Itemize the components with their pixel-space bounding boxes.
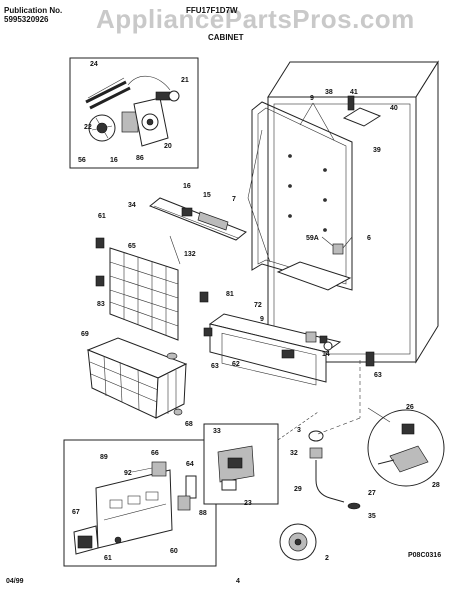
callout: 14: [322, 351, 330, 358]
callout: 67: [72, 509, 80, 516]
callout: 2: [325, 555, 329, 562]
callout: 89: [100, 454, 108, 461]
callout: 41: [350, 89, 358, 96]
publication-number: 5995320926: [4, 15, 49, 24]
thermostat-inset: [203, 411, 319, 505]
callout: 132: [184, 251, 196, 258]
callout: 65: [128, 243, 136, 250]
cabinet-outline: [247, 60, 439, 364]
callout: 9: [310, 95, 314, 102]
bottom-trim: [203, 313, 342, 386]
callout: 22: [84, 124, 92, 131]
watermark-logo: AppliancePartsPros.com: [96, 4, 415, 34]
callout: 27: [368, 490, 376, 497]
callout: 29: [294, 486, 302, 493]
callout: 86: [136, 155, 144, 162]
fan-assembly-inset: [69, 57, 199, 169]
callout: 64: [186, 461, 194, 468]
callout: 20: [164, 143, 172, 150]
leveling-leg-inset: [367, 407, 445, 487]
callout: 28: [432, 482, 440, 489]
callout: 59A: [306, 235, 319, 242]
callout: 88: [199, 510, 207, 517]
callout: 81: [226, 291, 234, 298]
callout: 62: [232, 361, 240, 368]
callout: 83: [97, 301, 105, 308]
section-title: CABINET: [208, 33, 244, 42]
callout: 40: [390, 105, 398, 112]
callout: 60: [170, 548, 178, 555]
footer-date: 04/99: [6, 578, 24, 585]
callout: 66: [151, 450, 159, 457]
callout: 9: [260, 316, 264, 323]
control-panel-inset: [63, 439, 217, 567]
drawing-code: P08C0316: [408, 552, 442, 559]
callout: 34: [128, 202, 136, 209]
callout: 72: [254, 302, 262, 309]
callout: 38: [325, 89, 333, 96]
drain-assembly: [279, 351, 375, 561]
callout: 61: [104, 555, 112, 562]
callout: 16: [110, 157, 118, 164]
callout-labels: 24 21 22 56 16 86 20 16 15 34 61 65 132 …: [72, 61, 440, 562]
callout: 92: [124, 470, 132, 477]
callout: 7: [232, 196, 236, 203]
callout: 24: [90, 61, 98, 68]
evaporator-cover: [95, 197, 247, 341]
publication-label: Publication No.: [4, 6, 63, 15]
freezer-basket: [86, 337, 188, 419]
callout: 16: [183, 183, 191, 190]
callout: 39: [373, 147, 381, 154]
callout: 63: [374, 372, 382, 379]
footer-page: 4: [236, 578, 240, 585]
callout: 68: [185, 421, 193, 428]
callout: 61: [98, 213, 106, 220]
callout: 69: [81, 331, 89, 338]
callout: 3: [297, 427, 301, 434]
callout: 33: [213, 428, 221, 435]
callout: 32: [290, 450, 298, 457]
callout: 26: [406, 404, 414, 411]
callout: 35: [368, 513, 376, 520]
callout: 21: [181, 77, 189, 84]
callout: 23: [244, 500, 252, 507]
callout: 63: [211, 363, 219, 370]
callout: 6: [367, 235, 371, 242]
callout: 15: [203, 192, 211, 199]
model-number: FFU17F1D7W: [186, 6, 238, 15]
callout: 56: [78, 157, 86, 164]
